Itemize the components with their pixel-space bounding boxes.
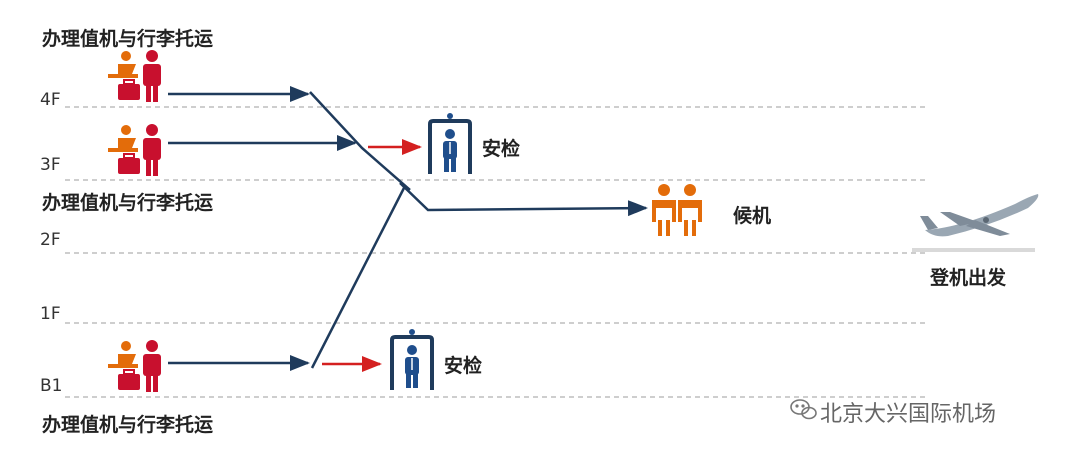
- checkin-label-b1: 办理值机与行李托运: [42, 410, 213, 437]
- floor-label-b1: B1: [40, 376, 62, 396]
- security-label-upper: 安检: [482, 134, 520, 161]
- airplane-icon: [920, 194, 1038, 236]
- flow-diagonal-down: [310, 92, 410, 190]
- flow-lines: [168, 92, 646, 368]
- checkin-counter-icon: [108, 340, 161, 392]
- floor-label-3f: 3F: [40, 155, 61, 175]
- floor-label-4f: 4F: [40, 90, 61, 110]
- security-gate-icon: [430, 113, 470, 174]
- watermark: 北京大兴国际机场: [820, 396, 996, 428]
- checkin-label-3f: 办理值机与行李托运: [42, 188, 213, 215]
- wechat-icon: [791, 400, 816, 419]
- security-label-lower: 安检: [444, 351, 482, 378]
- floor-label-2f: 2F: [40, 230, 61, 250]
- waiting-seat-icon: [652, 184, 702, 236]
- checkin-counter-icon: [108, 124, 161, 176]
- checkin-label-4f: 办理值机与行李托运: [42, 24, 213, 51]
- security-gate-icon: [392, 329, 432, 390]
- departure-label: 登机出发: [930, 263, 1006, 290]
- flow-to-waiting: [400, 183, 646, 210]
- floor-label-1f: 1F: [40, 304, 61, 324]
- watermark-text: 北京大兴国际机场: [820, 396, 996, 428]
- waiting-label: 候机: [733, 201, 771, 228]
- checkin-counter-icon: [108, 50, 161, 102]
